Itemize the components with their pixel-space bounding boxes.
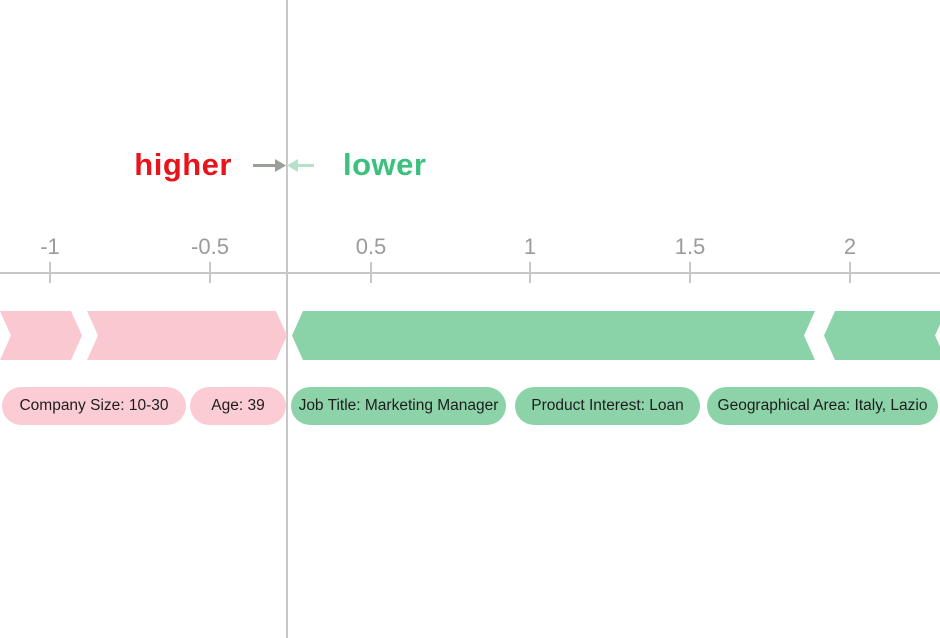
axis-tick-label: -0.5	[191, 234, 229, 259]
axis-tick	[209, 262, 211, 283]
axis-tick-label: 1	[523, 234, 537, 259]
axis-tick	[849, 262, 851, 283]
axis-tick	[529, 262, 531, 283]
x-axis-line	[0, 272, 940, 274]
bar-segment-lower-1	[292, 311, 815, 360]
axis-tick	[370, 262, 372, 283]
feature-pill-age: Age: 39	[190, 387, 286, 425]
contribution-bars	[0, 311, 940, 360]
axis-tick	[49, 262, 51, 283]
axis-tick	[689, 262, 691, 283]
feature-pill-company-size: Company Size: 10-30	[2, 387, 186, 425]
converge-arrow-left-icon	[287, 159, 314, 172]
feature-pill-geographical-area: Geographical Area: Italy, Lazio	[707, 387, 938, 425]
axis-tick-label: 1.5	[674, 234, 706, 259]
axis-tick-label: 0.5	[355, 234, 387, 259]
bar-segment-higher-1	[0, 311, 82, 360]
converge-arrow-right-icon	[253, 159, 286, 172]
higher-label: higher	[134, 147, 232, 182]
lower-label: lower	[343, 147, 427, 182]
bar-segment-higher-2	[87, 311, 287, 360]
feature-pill-job-title: Job Title: Marketing Manager	[291, 387, 506, 425]
feature-pill-product-interest: Product Interest: Loan	[515, 387, 700, 425]
zero-divider-line	[286, 0, 288, 638]
axis-tick-label: -1	[40, 234, 60, 259]
axis-tick-label: 2	[843, 234, 857, 259]
bar-segment-lower-2	[824, 311, 940, 360]
